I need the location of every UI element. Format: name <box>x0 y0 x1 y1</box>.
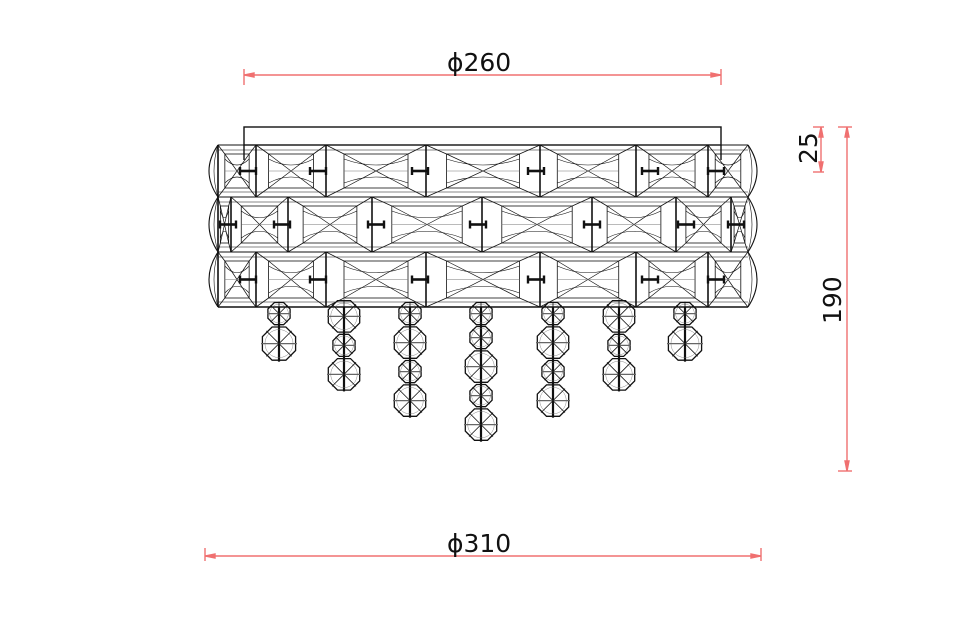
crystal-bead <box>261 325 297 362</box>
crystal-bead <box>469 301 493 326</box>
dimension-lines <box>204 69 852 561</box>
top-diameter-label: ϕ260 <box>447 48 512 77</box>
total-height-label: 190 <box>818 276 847 324</box>
pendant-strand <box>261 301 297 362</box>
bottom-diameter-dimension <box>204 548 762 561</box>
crystal-pendants <box>261 299 703 442</box>
crystal-bead <box>327 299 361 334</box>
crystal-bead <box>398 301 422 326</box>
crystal-bead <box>673 301 697 326</box>
crystal-row <box>208 251 758 308</box>
crystal-bead <box>267 301 291 326</box>
total-height-dimension <box>838 126 852 472</box>
crystal-bead <box>541 359 565 384</box>
crystal-bead <box>602 357 636 392</box>
bottom-diameter-label: ϕ310 <box>447 529 512 558</box>
top-diameter-dimension <box>243 69 722 85</box>
mount-plate <box>243 126 722 146</box>
crystal-row <box>208 144 758 198</box>
crystal-bead <box>464 349 498 384</box>
crystal-row <box>208 196 758 253</box>
crystal-bead <box>667 325 703 362</box>
mount-height-label: 25 <box>794 132 823 164</box>
crystal-bead <box>332 333 356 358</box>
mount-height-dimension <box>813 126 824 173</box>
crystal-bead <box>536 383 570 418</box>
crystal-bead <box>536 325 570 360</box>
crystal-bead <box>327 357 361 392</box>
crystal-bead <box>607 333 631 358</box>
crystal-bead <box>469 325 493 350</box>
crystal-bead <box>464 407 498 442</box>
crystal-rows <box>208 144 758 308</box>
pendant-strand <box>602 299 636 392</box>
pendant-strand <box>667 301 703 362</box>
pendant-strand <box>393 301 427 418</box>
crystal-bead <box>393 325 427 360</box>
pendant-strand <box>327 299 361 392</box>
crystal-bead <box>398 359 422 384</box>
crystal-bead <box>469 383 493 408</box>
crystal-bead <box>393 383 427 418</box>
pendant-strand <box>536 301 570 418</box>
crystal-bead <box>602 299 636 334</box>
pendant-strand <box>464 301 498 442</box>
crystal-bead <box>541 301 565 326</box>
